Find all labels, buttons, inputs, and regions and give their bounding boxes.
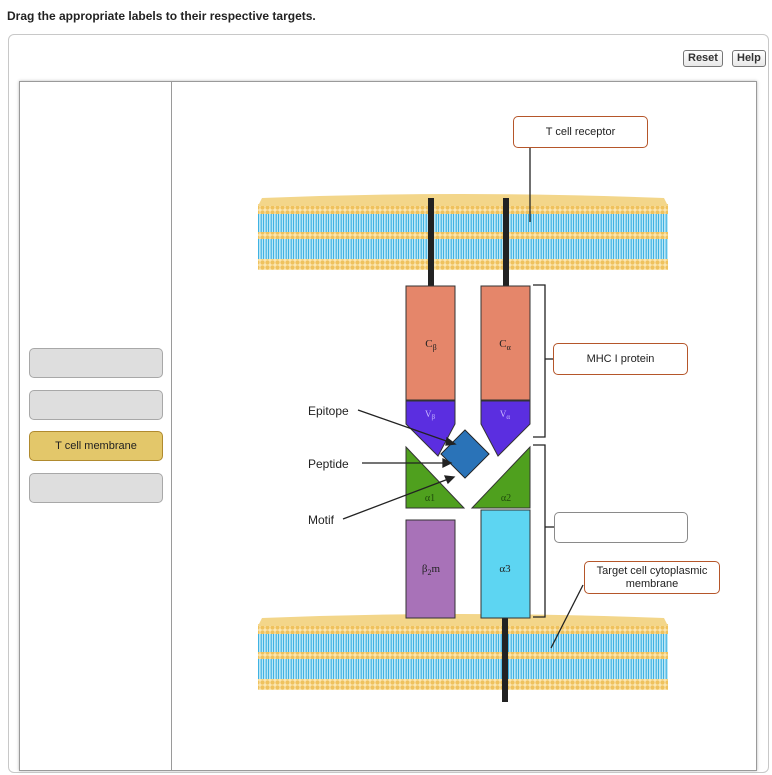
- drop-target-empty[interactable]: [554, 512, 688, 543]
- beta2m-label: β2m: [422, 563, 441, 577]
- tcr-beta-transmembrane-stalk: [428, 198, 434, 286]
- label-bank-divider: [171, 81, 172, 771]
- v-alpha-label: Vα: [500, 409, 511, 421]
- mhc-alpha2-domain: [470, 445, 531, 509]
- drop-target-target-cell-membrane[interactable]: Target cell cytoplasmic membrane: [584, 561, 720, 594]
- draggable-label-t-cell-membrane[interactable]: T cell membrane: [29, 431, 163, 461]
- target-pointer-lines: [529, 147, 584, 649]
- target-label-line2: membrane: [625, 578, 679, 590]
- alpha2-label: α2: [501, 493, 511, 504]
- domain-brackets: [533, 284, 555, 618]
- t-cell-membrane-bilayer: [258, 194, 668, 270]
- label-bank-slot-empty: [29, 390, 163, 420]
- c-alpha-label: Cα: [499, 338, 511, 352]
- mhc-alpha3-domain: [480, 509, 531, 619]
- mhc-alpha1-domain: [405, 445, 466, 509]
- reset-button[interactable]: Reset: [683, 50, 723, 67]
- drop-target-t-cell-receptor[interactable]: T cell receptor: [513, 116, 648, 148]
- mhc-transmembrane-stalk: [502, 590, 508, 702]
- alpha3-label: α3: [499, 563, 511, 575]
- epitope-label: Epitope: [308, 404, 349, 418]
- target-label-line1: Target cell cytoplasmic: [596, 565, 708, 577]
- c-beta-domain: [405, 285, 456, 401]
- label-bank-slot-empty: [29, 348, 163, 378]
- c-beta-label: Cβ: [425, 338, 436, 352]
- v-beta-label: Vβ: [425, 409, 436, 421]
- peptide-label: Peptide: [308, 457, 349, 471]
- label-bank-slot-empty: [29, 473, 163, 503]
- v-alpha-domain: [480, 400, 531, 457]
- drop-target-mhc-protein[interactable]: MHC I protein: [553, 343, 688, 375]
- alpha1-label: α1: [425, 493, 435, 504]
- help-button[interactable]: Help: [732, 50, 766, 67]
- beta2-microglobulin-domain: [405, 519, 456, 619]
- instruction-text: Drag the appropriate labels to their res…: [7, 9, 316, 23]
- tcr-alpha-transmembrane-stalk: [503, 198, 509, 286]
- callout-leader-lines: [342, 409, 457, 520]
- motif-label: Motif: [308, 513, 335, 527]
- target-cell-membrane-bilayer: [258, 614, 668, 690]
- c-alpha-domain: [480, 285, 531, 401]
